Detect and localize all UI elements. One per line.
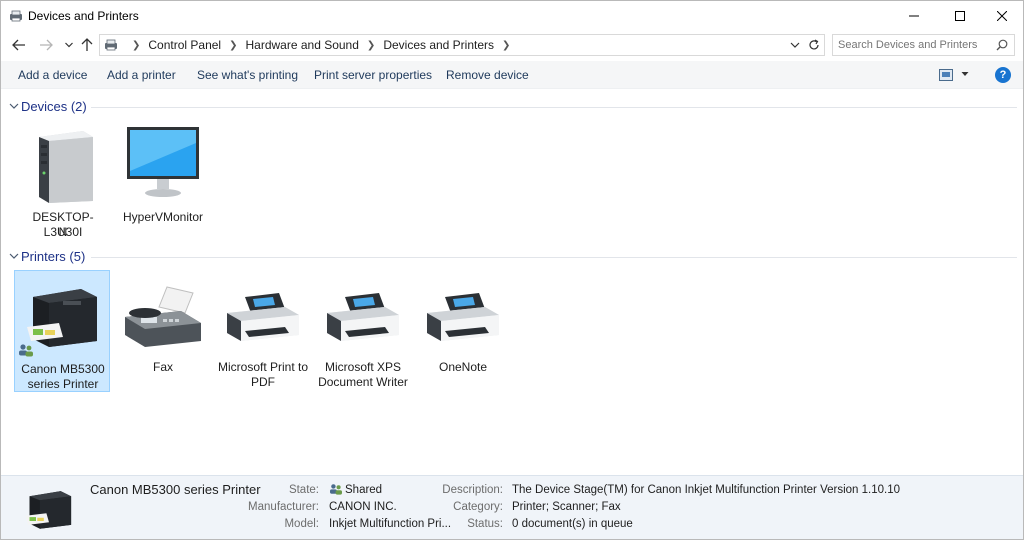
details-description-label: Description: xyxy=(442,484,503,496)
breadcrumb-hardware-and-sound[interactable]: Hardware and Sound xyxy=(245,38,359,52)
printer-item-microsoft-xps-document-writer[interactable]: Microsoft XPS Document Writer xyxy=(315,271,411,391)
see-whats-printing-button[interactable]: See what's printing xyxy=(197,68,299,82)
printer-label: OneNote xyxy=(438,360,488,374)
printer-label-line2: Document Writer xyxy=(318,375,408,389)
change-view-icon[interactable] xyxy=(939,69,953,81)
printers-group-header[interactable]: Printers (5) xyxy=(1,247,1023,267)
search-input[interactable] xyxy=(838,36,988,54)
close-button[interactable] xyxy=(979,1,1024,31)
help-icon[interactable]: ? xyxy=(995,67,1011,83)
command-bar: Add a device Add a printer See what's pr… xyxy=(1,61,1023,89)
monitor-icon xyxy=(127,127,199,197)
computer-tower-icon xyxy=(39,131,93,203)
details-status-label: Status: xyxy=(467,518,503,530)
address-dropdown-icon[interactable] xyxy=(788,38,802,52)
breadcrumb: ❯ Control Panel ❯ Hardware and Sound ❯ D… xyxy=(124,38,518,52)
device-label-line2: N xyxy=(58,225,68,239)
printer-icon xyxy=(227,293,299,341)
printer-label: Fax xyxy=(152,360,173,374)
search-icon xyxy=(996,39,1008,51)
details-state-label: State: xyxy=(288,484,319,496)
remove-device-button[interactable]: Remove device xyxy=(446,68,529,82)
printer-icon xyxy=(427,293,499,341)
view-options-dropdown-icon[interactable] xyxy=(961,71,969,77)
maximize-button[interactable] xyxy=(937,1,983,31)
group-divider xyxy=(91,107,1017,108)
printer-item-onenote[interactable]: OneNote xyxy=(415,271,511,375)
device-item-hypervmonitor[interactable]: HyperVMonitor xyxy=(115,123,211,227)
breadcrumb-separator-icon[interactable]: ❯ xyxy=(229,39,238,51)
device-label: HyperVMonitor xyxy=(122,210,204,224)
control-panel-icon xyxy=(105,39,117,51)
printer-label: Microsoft XPS xyxy=(324,360,402,374)
minimize-button[interactable] xyxy=(891,1,937,31)
recent-locations-button[interactable] xyxy=(59,35,79,55)
minimize-icon xyxy=(909,15,919,17)
forward-button[interactable] xyxy=(36,35,56,55)
group-divider xyxy=(91,257,1017,258)
breadcrumb-separator-icon[interactable]: ❯ xyxy=(132,39,141,51)
devices-group-header[interactable]: Devices (2) xyxy=(1,97,1023,117)
back-arrow-icon xyxy=(12,39,25,51)
chevron-down-icon xyxy=(65,42,73,48)
collapse-chevron-icon xyxy=(9,103,19,109)
close-icon xyxy=(997,11,1007,21)
window-title: Devices and Printers xyxy=(28,9,139,23)
add-printer-button[interactable]: Add a printer xyxy=(107,68,176,82)
maximize-icon xyxy=(955,11,965,21)
breadcrumb-separator-icon[interactable]: ❯ xyxy=(502,39,511,51)
printer-item-microsoft-print-to-pdf[interactable]: Microsoft Print to PDF xyxy=(215,271,311,391)
details-manufacturer-label: Manufacturer: xyxy=(248,501,319,513)
navigation-bar: ❯ Control Panel ❯ Hardware and Sound ❯ D… xyxy=(1,31,1023,59)
canon-printer-icon xyxy=(25,491,72,529)
details-state-value: Shared xyxy=(345,484,383,496)
shared-users-icon xyxy=(330,484,342,495)
printers-group-title: Printers (5) xyxy=(21,249,86,264)
forward-arrow-icon xyxy=(40,39,53,51)
details-status-value: 0 document(s) in queue xyxy=(512,518,633,530)
details-manufacturer-value: CANON INC. xyxy=(329,501,397,513)
printer-label-line2: series Printer xyxy=(27,377,99,391)
canon-printer-icon xyxy=(27,289,97,347)
printer-label-line2: PDF xyxy=(251,375,275,389)
refresh-icon[interactable] xyxy=(807,38,821,52)
devices-group-title: Devices (2) xyxy=(21,99,87,114)
breadcrumb-control-panel[interactable]: Control Panel xyxy=(148,38,222,52)
details-pane: Canon MB5300 series Printer State: Share… xyxy=(1,475,1023,539)
printer-item-canon-mb5300[interactable]: Canon MB5300 series Printer xyxy=(14,270,110,392)
printer-item-fax[interactable]: Fax xyxy=(115,271,211,375)
title-bar: Devices and Printers xyxy=(1,1,1023,31)
details-device-name: Canon MB5300 series Printer xyxy=(90,482,261,497)
breadcrumb-separator-icon[interactable]: ❯ xyxy=(366,39,376,51)
device-label: DESKTOP-L3U30I xyxy=(32,210,94,239)
details-category-value: Printer; Scanner; Fax xyxy=(512,501,621,513)
add-device-button[interactable]: Add a device xyxy=(18,68,88,82)
collapse-chevron-icon xyxy=(9,253,19,259)
back-button[interactable] xyxy=(9,35,29,55)
details-description-value: The Device Stage(TM) for Canon Inkjet Mu… xyxy=(512,484,900,496)
up-arrow-icon xyxy=(81,38,93,51)
print-server-properties-button[interactable]: Print server properties xyxy=(314,68,433,82)
printer-icon xyxy=(327,293,399,341)
breadcrumb-devices-and-printers[interactable]: Devices and Printers xyxy=(383,38,495,52)
address-bar[interactable]: ❯ Control Panel ❯ Hardware and Sound ❯ D… xyxy=(99,34,825,56)
devices-printers-app-icon xyxy=(10,10,22,22)
shared-users-icon xyxy=(19,344,33,357)
details-model-value: Inkjet Multifunction Pri... xyxy=(329,518,452,530)
printer-label: Microsoft Print to xyxy=(217,360,309,374)
details-category-label: Category: xyxy=(453,501,503,513)
printer-label: Canon MB5300 xyxy=(21,362,105,376)
up-button[interactable] xyxy=(77,35,97,55)
fax-icon xyxy=(125,286,201,347)
device-item-desktop[interactable]: DESKTOP-L3U30I N xyxy=(15,123,111,241)
search-box[interactable] xyxy=(832,34,1015,56)
details-model-label: Model: xyxy=(284,518,319,530)
